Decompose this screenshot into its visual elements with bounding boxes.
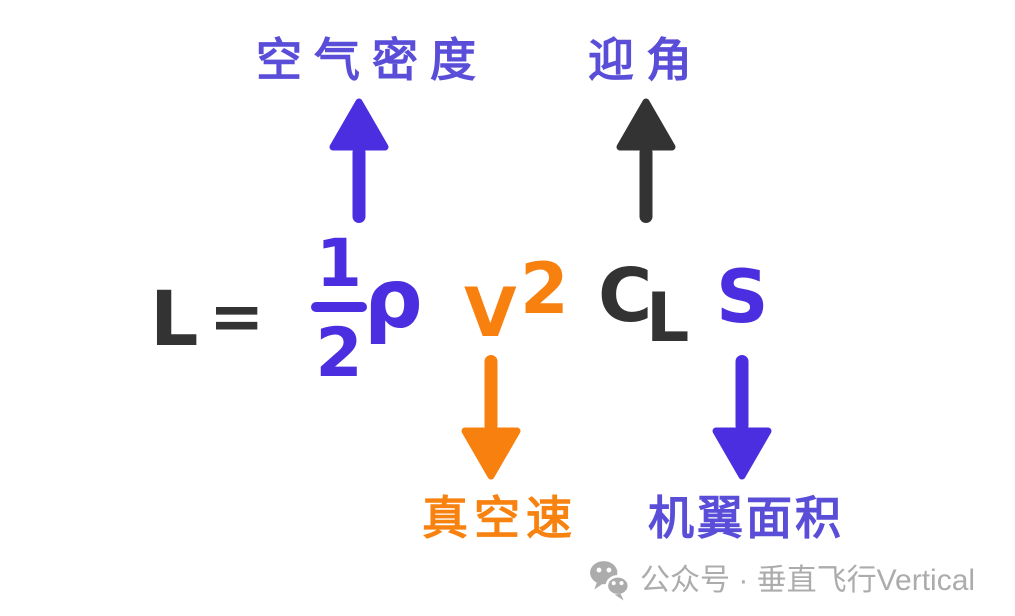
velocity-symbol: V	[464, 274, 517, 353]
true-airspeed-label: 真空速	[422, 493, 578, 544]
air-density-up-arrow-icon	[329, 98, 389, 223]
fraction-denominator: 2	[315, 314, 363, 393]
wing-area-label: 机翼面积	[648, 493, 844, 544]
angle-of-attack-label: 迎角	[588, 35, 704, 86]
lift-coefficient-symbol: C	[598, 253, 653, 339]
lift-coefficient-subscript: L	[646, 279, 690, 358]
lift-symbol: L	[150, 274, 199, 363]
wing-area-symbol: S	[716, 255, 769, 340]
wing-area-down-arrow-icon	[712, 355, 772, 480]
air-density-label: 空气密度	[256, 35, 488, 86]
velocity-exponent: 2	[520, 248, 569, 330]
fraction-numerator: 1	[316, 225, 362, 302]
true-airspeed-down-arrow-icon	[461, 355, 521, 480]
rho-symbol: ρ	[364, 252, 423, 347]
one-half-fraction: 1 2	[310, 225, 368, 393]
equals-sign: =	[209, 278, 265, 355]
wechat-icon	[590, 561, 631, 601]
fraction-bar	[311, 302, 367, 312]
watermark-text: 公众号 · 垂直飞行Vertical	[640, 564, 976, 597]
angle-of-attack-up-arrow-icon	[616, 98, 676, 223]
